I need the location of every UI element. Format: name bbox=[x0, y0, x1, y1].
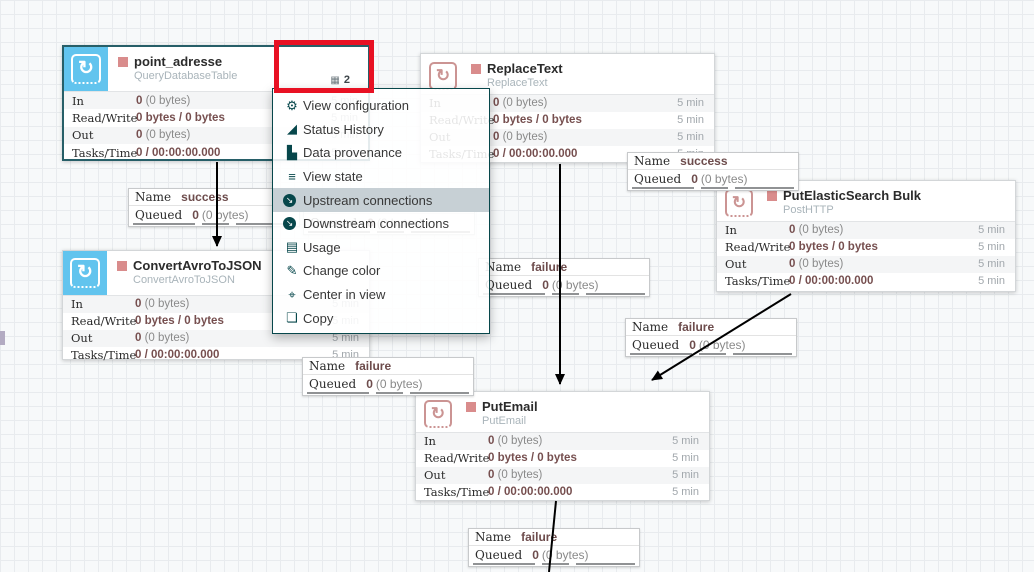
refresh-icon: ↻ bbox=[71, 54, 101, 84]
processor-name: point_adresse bbox=[134, 54, 223, 69]
copy-icon: ❏ bbox=[286, 310, 298, 326]
processor-name: PutElasticSearch Bulk bbox=[783, 188, 921, 203]
processor-type: PostHTTP bbox=[783, 204, 834, 216]
refresh-icon: ↻ bbox=[424, 400, 452, 428]
run-status-stopped-icon bbox=[767, 190, 777, 201]
processor-icon: ↻ bbox=[721, 185, 757, 221]
active-threads-indicator: ▦2 bbox=[330, 74, 350, 86]
center-in-view-icon: ⌖ bbox=[288, 286, 296, 302]
menu-item-upstream-connections[interactable]: ↘Upstream connections bbox=[273, 188, 489, 212]
usage-icon: ▤ bbox=[285, 239, 299, 255]
gear-icon: ⚙ bbox=[286, 97, 298, 113]
refresh-icon: ↻ bbox=[70, 258, 100, 288]
processor-type: ConvertAvroToJSON bbox=[133, 274, 235, 286]
upstream-connections-icon: ↘ bbox=[283, 193, 296, 207]
queue-fill-indicator bbox=[129, 223, 299, 226]
data-provenance-icon: ▙ bbox=[287, 144, 297, 160]
downstream-connections-icon: ↘ bbox=[283, 217, 296, 231]
processor-type: QueryDatabaseTable bbox=[134, 70, 238, 82]
menu-item-usage[interactable]: ▤Usage bbox=[273, 236, 489, 260]
processor-type: ReplaceText bbox=[487, 77, 548, 89]
refresh-icon: ↻ bbox=[429, 62, 457, 90]
status-history-icon: ◢ bbox=[287, 121, 297, 137]
menu-item-center-in-view[interactable]: ⌖Center in view bbox=[273, 283, 489, 307]
active-threads-count: 2 bbox=[343, 74, 350, 86]
processor-type: PutEmail bbox=[482, 415, 527, 427]
run-status-stopped-icon bbox=[117, 260, 127, 271]
context-menu: ⚙View configuration ◢Status History ▙Dat… bbox=[272, 88, 490, 334]
menu-item-status-history[interactable]: ◢Status History bbox=[273, 118, 489, 142]
processor-name: ConvertAvroToJSON bbox=[133, 258, 262, 273]
queue-fill-indicator bbox=[479, 293, 649, 296]
menu-item-downstream-connections[interactable]: ↘Downstream connections bbox=[273, 212, 489, 236]
processor-icon: ↻ bbox=[420, 396, 456, 432]
run-status-stopped-icon bbox=[471, 63, 481, 74]
menu-item-change-color[interactable]: ✎Change color bbox=[273, 259, 489, 283]
view-state-icon: ≡ bbox=[288, 169, 296, 185]
run-status-stopped-icon bbox=[118, 56, 128, 67]
queue-fill-indicator bbox=[303, 392, 473, 395]
run-status-stopped-icon bbox=[466, 401, 476, 412]
queue-fill-indicator bbox=[626, 353, 796, 356]
menu-item-data-provenance[interactable]: ▙Data provenance bbox=[273, 141, 489, 165]
processor-name: PutEmail bbox=[482, 399, 538, 414]
queue-fill-indicator bbox=[628, 187, 798, 190]
queue-fill-indicator bbox=[469, 563, 639, 566]
partial-offscreen-element bbox=[0, 331, 5, 345]
menu-item-view-configuration[interactable]: ⚙View configuration bbox=[273, 94, 489, 118]
processor-name: ReplaceText bbox=[487, 61, 563, 76]
menu-item-view-state[interactable]: ≡View state bbox=[273, 165, 489, 189]
processor-icon: ↻ bbox=[64, 47, 108, 91]
processor-icon: ↻ bbox=[63, 251, 107, 295]
change-color-icon: ✎ bbox=[286, 262, 298, 278]
refresh-icon: ↻ bbox=[725, 189, 753, 217]
tasks-icon: ▦ bbox=[330, 75, 340, 86]
menu-item-copy[interactable]: ❏Copy bbox=[273, 306, 489, 330]
